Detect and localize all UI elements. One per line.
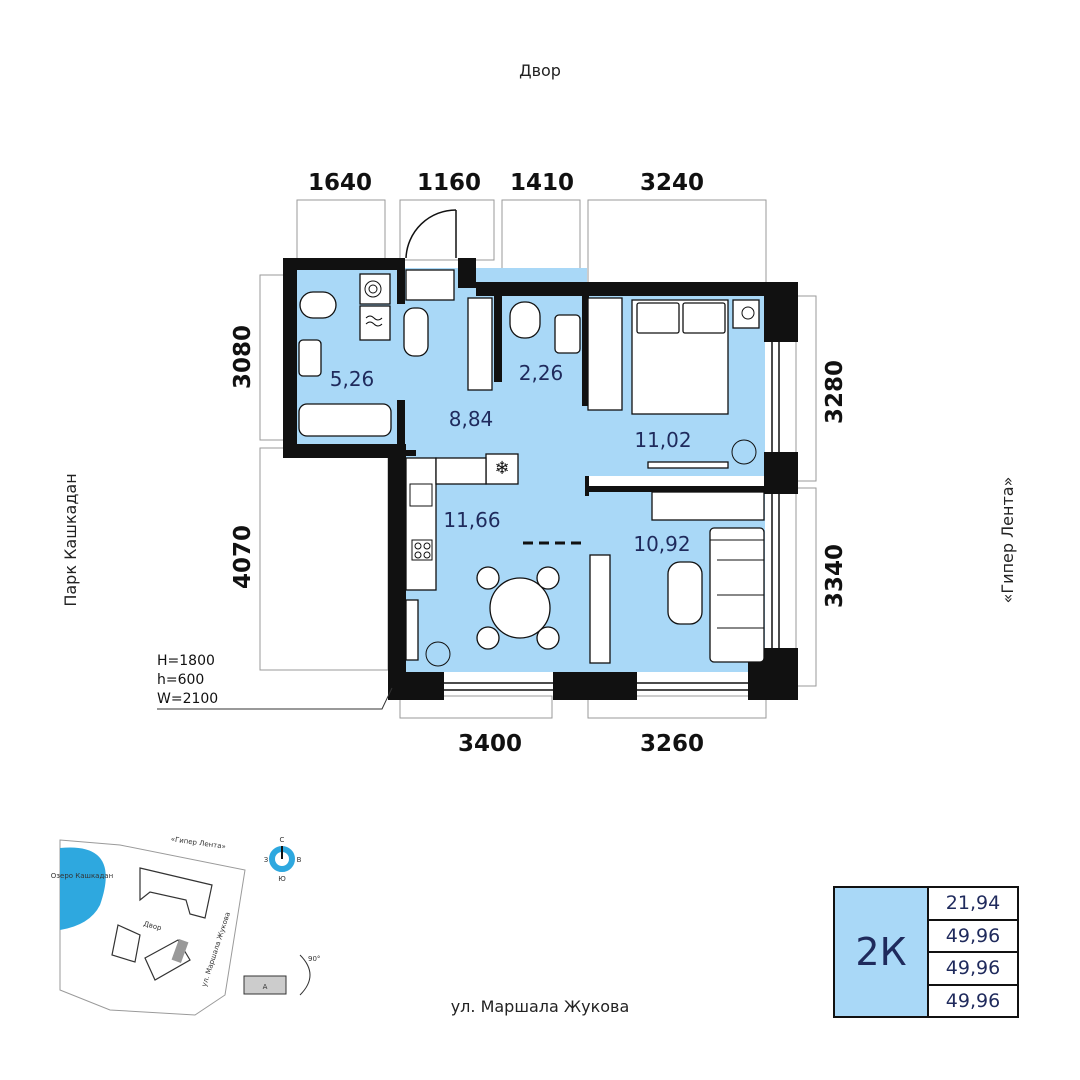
dryer-icon — [359, 305, 391, 341]
area-living: 10,92 — [633, 532, 690, 556]
dim-bottom-1: 3400 — [458, 731, 522, 757]
dim-left-2: 4070 — [230, 525, 256, 589]
total-area-1: 49,96 — [929, 921, 1017, 953]
area-bathroom: 5,26 — [330, 367, 375, 391]
site-section: А — [263, 983, 268, 991]
dim-top-1: 1640 — [308, 170, 372, 196]
area-toilet: 2,26 — [519, 361, 564, 385]
compass-north: С — [280, 836, 285, 844]
compass-west: З — [264, 856, 269, 864]
sink-icon — [298, 339, 322, 377]
counter-top-icon — [435, 457, 487, 485]
coffee-table-icon — [667, 561, 703, 625]
wardrobe-living-icon — [651, 491, 765, 521]
label-store: «Гипер Лента» — [998, 477, 1017, 604]
wardrobe-hall-icon — [467, 297, 493, 391]
dim-top-3: 1410 — [510, 170, 574, 196]
window-width: W=2100 — [157, 691, 218, 707]
total-area-2: 49,96 — [929, 953, 1017, 986]
toilet-2-icon — [509, 301, 541, 339]
label-yard: Двор — [519, 61, 561, 80]
dining-table-icon — [489, 577, 551, 639]
label-park: Парк Кашкадан — [61, 473, 80, 606]
dim-top-2: 1160 — [417, 170, 481, 196]
apartment-type: 2К — [835, 888, 929, 1016]
bench-icon — [405, 269, 455, 301]
area-summary: 2К 21,94 49,96 49,96 49,96 — [833, 886, 1019, 1018]
area-kitchen: 11,66 — [443, 508, 500, 532]
nightstand-icon — [732, 299, 760, 329]
dim-left-1: 3080 — [230, 325, 256, 389]
site-lake: Озеро Кашкадан — [51, 872, 113, 880]
window-height: H=1800 — [157, 653, 215, 669]
area-bedroom: 11,02 — [634, 428, 691, 452]
desk-icon — [647, 461, 729, 469]
compass-icon: С Ю З В — [264, 836, 302, 883]
compass-south: Ю — [278, 875, 286, 883]
site-angle: 90° — [308, 955, 320, 963]
pillow-right-icon — [682, 302, 726, 334]
shoe-shelf-icon — [403, 307, 429, 357]
bathtub-icon — [298, 403, 392, 437]
snowflake-icon: ❄ — [494, 458, 509, 478]
dim-right-2: 3340 — [822, 544, 848, 608]
area-hall: 8,84 — [449, 407, 494, 431]
total-area-3: 49,96 — [945, 989, 1001, 1012]
site-store: «Гипер Лента» — [170, 835, 226, 851]
area-values: 21,94 49,96 49,96 49,96 — [929, 888, 1017, 1016]
compass-east: В — [297, 856, 302, 864]
walls — [283, 258, 798, 700]
window-sill: h=600 — [157, 672, 204, 688]
sink-2-icon — [554, 314, 581, 354]
door-icon — [405, 209, 457, 259]
living-area: 21,94 — [929, 888, 1017, 921]
toilet-icon — [299, 291, 337, 319]
tv-stand-icon — [589, 554, 611, 664]
counter-icon — [405, 457, 437, 591]
pillow-left-icon — [636, 302, 680, 334]
site-plan: Озеро Кашкадан «Гипер Лента» Двор ул. Ма… — [51, 835, 320, 1016]
wardrobe-bed-icon — [587, 297, 623, 411]
dim-right-1: 3280 — [822, 360, 848, 424]
label-street: ул. Маршала Жукова — [451, 997, 630, 1016]
dim-bottom-2: 3260 — [640, 731, 704, 757]
fridge-icon — [485, 453, 519, 485]
dim-top-4: 3240 — [640, 170, 704, 196]
